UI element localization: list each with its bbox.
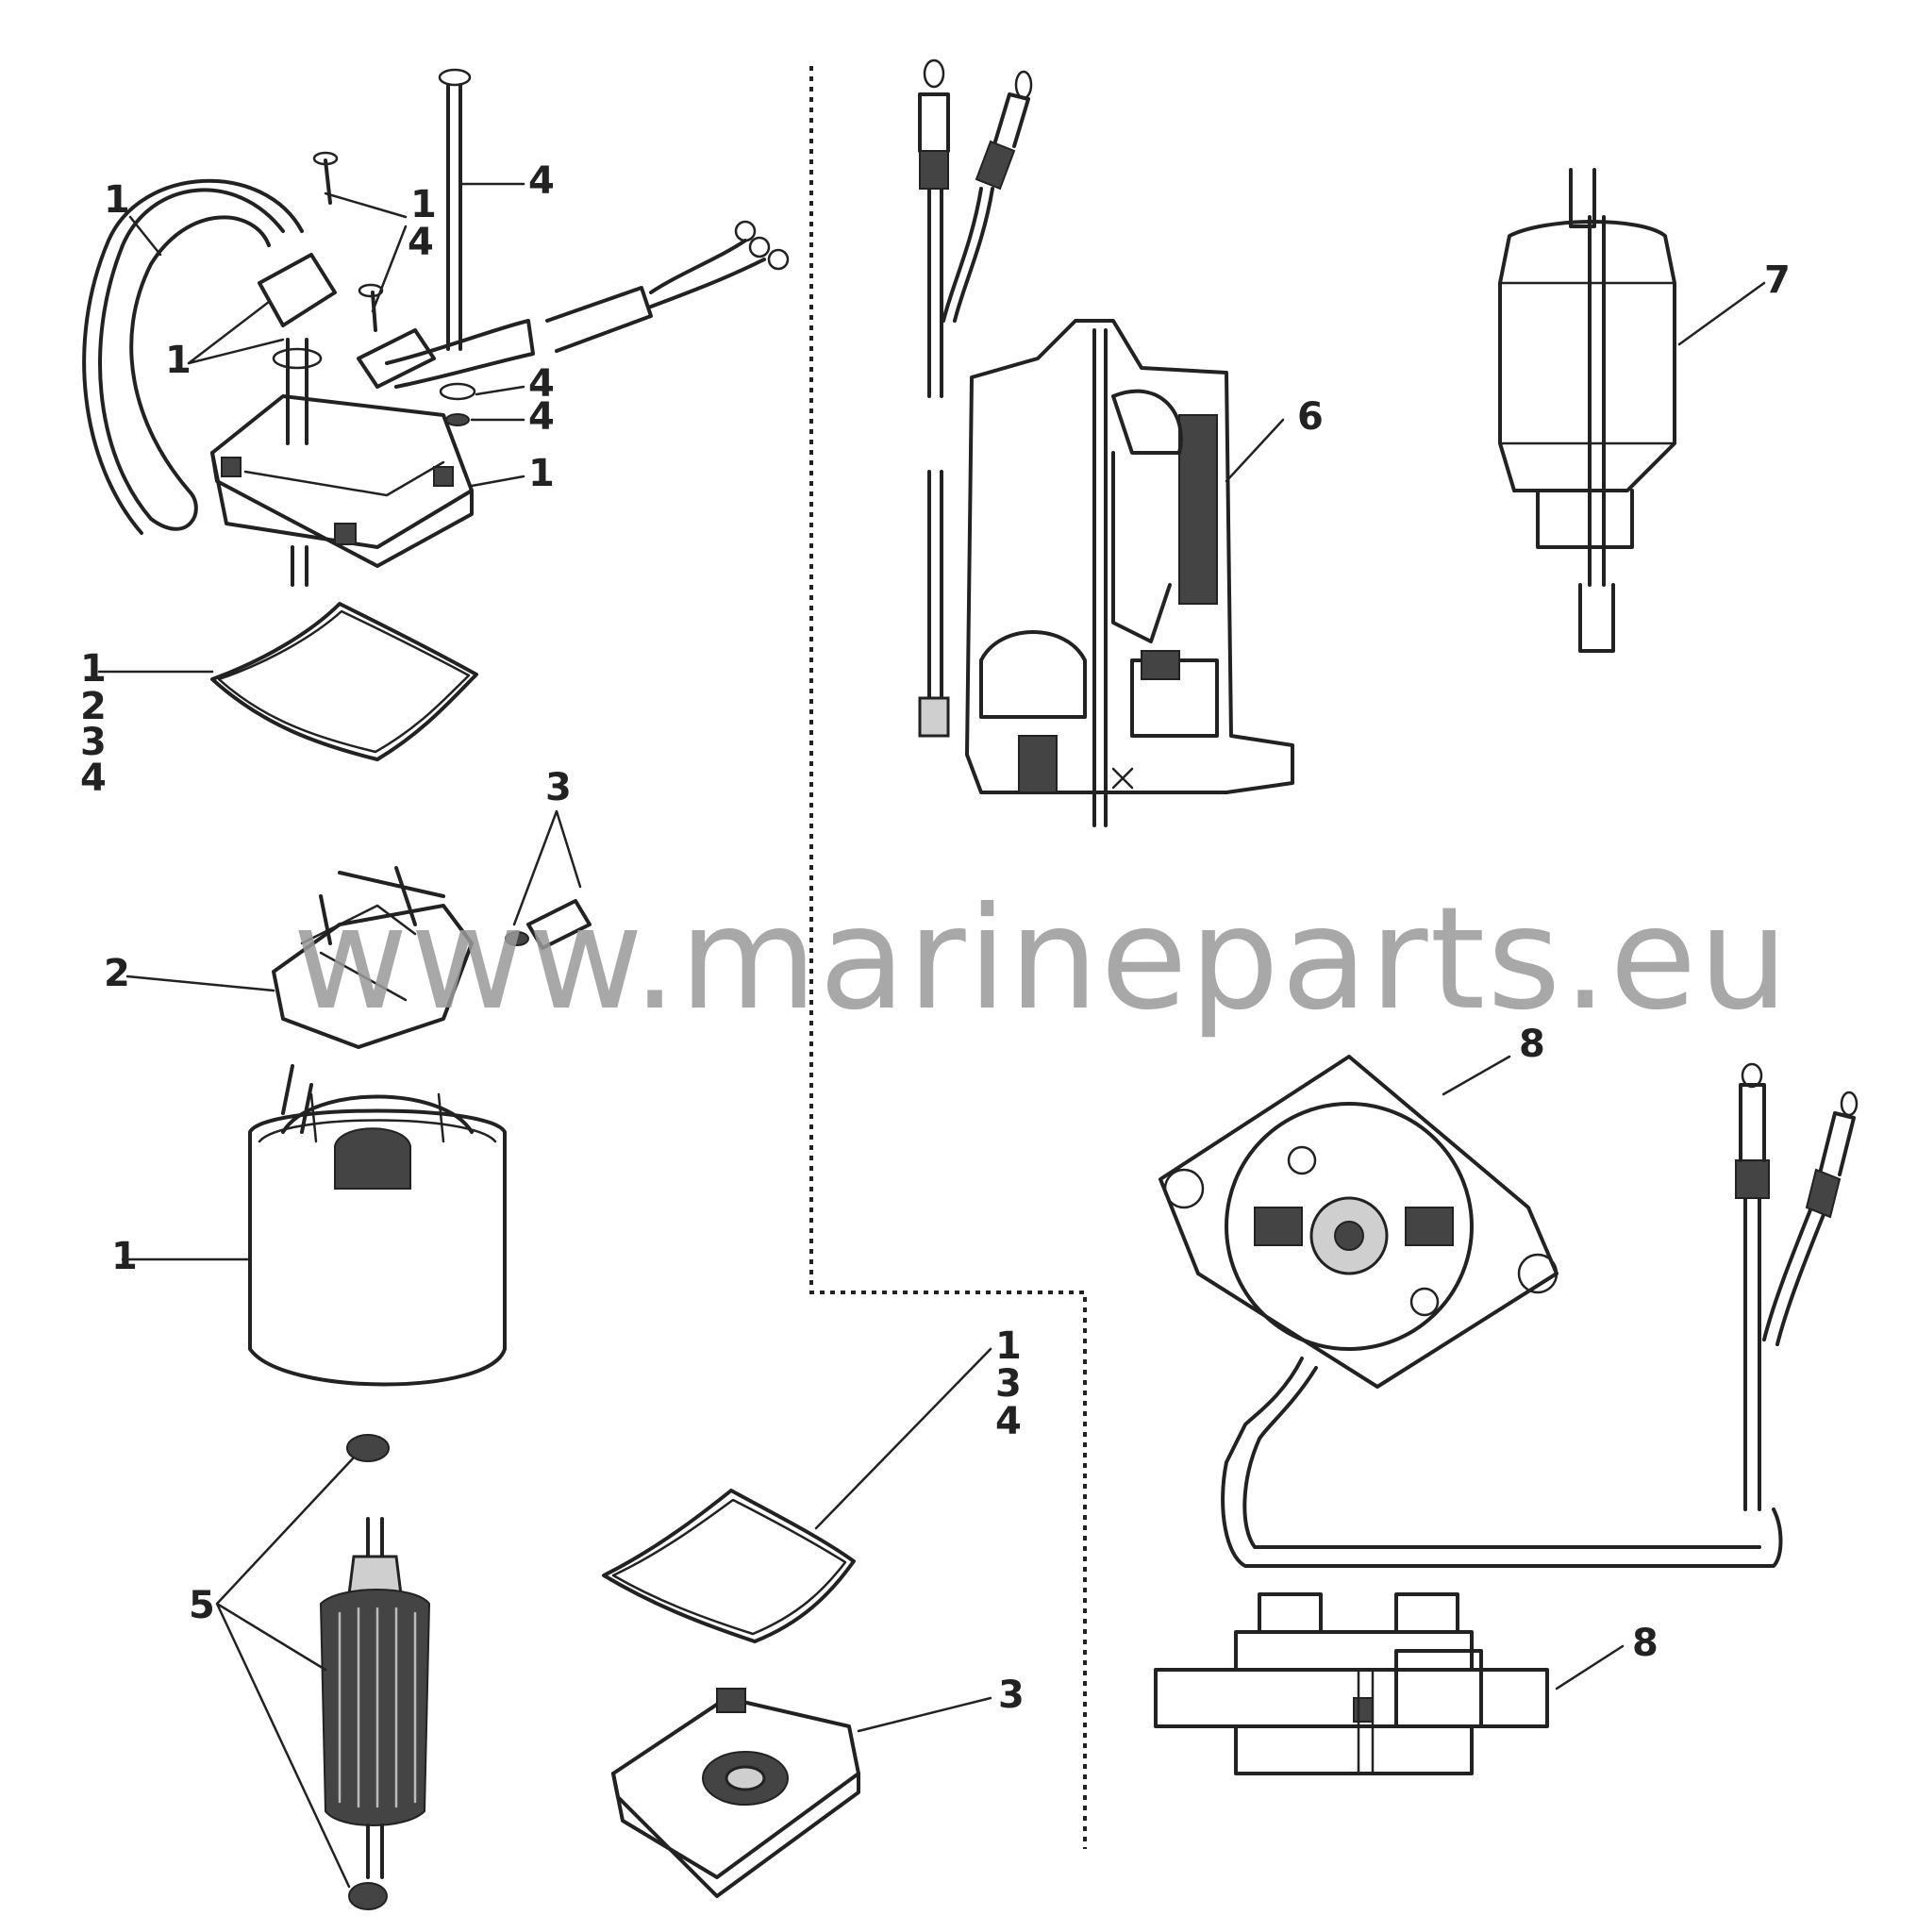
- label-cap-screws-4: 4: [408, 221, 434, 264]
- bearing-bottom: [348, 1882, 388, 1910]
- section-divider: [809, 66, 1087, 1849]
- label-end-cap: 1: [528, 452, 555, 495]
- label-cap-screws: 1: [410, 183, 437, 226]
- motor-assembly: [918, 58, 1294, 827]
- bearing-top: [346, 1434, 390, 1462]
- brush-plate-assembly-side: [1154, 1592, 1549, 1775]
- end-cap-assembly: [82, 68, 790, 587]
- armature: [319, 1517, 431, 1879]
- label-cap-grommets: 1: [165, 339, 192, 382]
- motor-frame: [248, 1092, 507, 1387]
- watermark-text: www.marineparts.eu: [292, 877, 1791, 1041]
- label-brush-plate-assy-top: 8: [1519, 1023, 1545, 1066]
- label-lower-seal-4: 4: [995, 1400, 1022, 1443]
- label-lower-seal-1: 1: [995, 1324, 1022, 1368]
- leader-lines: [97, 182, 1766, 1889]
- label-washer-b: 4: [528, 395, 555, 439]
- label-thru-bolt: 4: [528, 159, 555, 203]
- brush-plate: [272, 866, 592, 1134]
- label-lower-seal-3: 3: [995, 1362, 1022, 1406]
- label-top-seal-3: 3: [80, 721, 107, 764]
- top-seal: [210, 602, 478, 761]
- label-bearings: 5: [189, 1584, 215, 1627]
- label-motor-assembly: 6: [1297, 395, 1324, 439]
- lower-seal: [602, 1489, 856, 1643]
- label-top-seal-4: 4: [80, 757, 107, 800]
- label-cap-hose: 1: [104, 178, 130, 222]
- label-top-seal-2: 2: [80, 685, 107, 728]
- reservoir: [1498, 168, 1676, 653]
- label-frame: 1: [111, 1235, 138, 1278]
- label-brush-plate: 2: [104, 952, 130, 995]
- lower-end-cap: [611, 1688, 860, 1898]
- label-top-seal-1: 1: [80, 647, 107, 691]
- brush-plate-assembly-top: [1159, 1055, 1859, 1568]
- label-reservoir: 7: [1764, 258, 1791, 302]
- label-lower-end-cap: 3: [998, 1674, 1025, 1717]
- label-brush-plate-assy-side: 8: [1632, 1622, 1659, 1665]
- label-washer-a: 4: [528, 362, 555, 406]
- label-brush-lead-pair: 3: [545, 766, 572, 809]
